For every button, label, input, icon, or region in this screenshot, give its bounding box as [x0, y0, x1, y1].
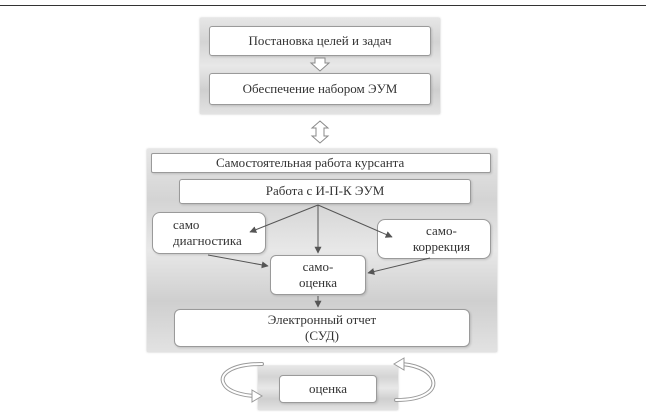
self-diagnostics-box: само диагностика [152, 212, 266, 254]
self-correction-box: само- коррекция [377, 219, 491, 259]
assessment-box-label: оценка [308, 380, 348, 396]
provision-box: Обеспечение набором ЭУМ [209, 73, 431, 105]
top-rule [0, 5, 646, 6]
self-correction-box-label: само- коррекция [412, 222, 470, 254]
electronic-report-box-label: Электронный отчет (СУД) [267, 311, 377, 343]
curved-arrow-right [394, 362, 436, 402]
self-assessment-box: само- оценка [270, 255, 366, 295]
independent-work-header-label: Самостоятельная работа курсанта [216, 154, 405, 170]
self-diagnostics-box-label: само диагностика [173, 216, 242, 248]
assessment-box: оценка [279, 375, 377, 403]
goals-box-label: Постановка целей и задач [248, 32, 392, 48]
electronic-report-box: Электронный отчет (СУД) [174, 309, 470, 347]
curved-arrow-left [220, 362, 264, 398]
provision-box-label: Обеспечение набором ЭУМ [242, 80, 398, 96]
work-with-box-label: Работа с И-П-К ЭУМ [265, 183, 385, 199]
goals-box: Постановка целей и задач [209, 26, 431, 56]
hollow-double-arrow [310, 120, 330, 144]
independent-work-header: Самостоятельная работа курсанта [151, 153, 491, 173]
work-with-box: Работа с И-П-К ЭУМ [179, 179, 471, 204]
self-assessment-box-label: само- оценка [298, 258, 338, 290]
